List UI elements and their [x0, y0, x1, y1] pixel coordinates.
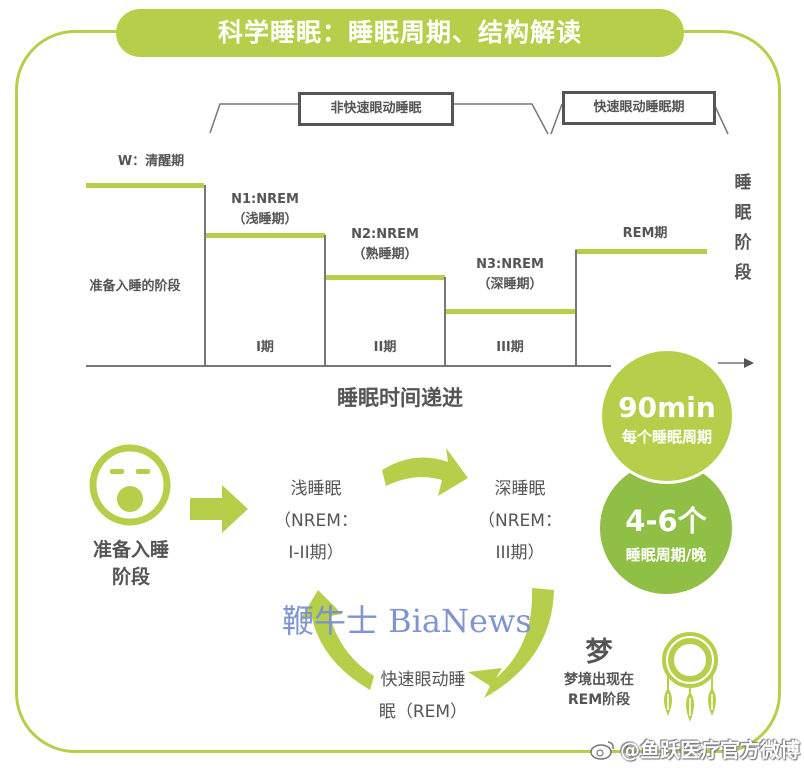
stage-n1-label: N1:NREM （浅睡期） [205, 190, 325, 230]
prep-stage-label: 准备入睡的阶段 [89, 279, 181, 294]
stage-n1-name: N1:NREM [231, 192, 299, 207]
x-axis-label: 睡眠时间递进 [337, 386, 463, 410]
light-sleep-line: （NREM： [274, 511, 358, 531]
arrow-rem-to-light-icon [300, 590, 374, 690]
light-sleep-label: 浅睡眠 （NREM： I-II期） [262, 473, 370, 569]
nrem-group-label: 非快速眼动睡眠 [298, 92, 454, 126]
y-axis-char: 阶 [734, 233, 752, 253]
bianews-watermark: 鞭牛士 BiaNews [282, 602, 532, 640]
arrow-light-to-deep-icon [382, 448, 468, 496]
stage-n3-name: N3:NREM [476, 257, 544, 272]
dreamcatcher-icon [662, 632, 718, 722]
weibo-credit-text: @鱼跃医疗官方微博 [620, 738, 800, 762]
deep-sleep-line: III期） [495, 543, 545, 563]
cycle-length-badge: 90min 每个睡眠周期 [599, 348, 735, 484]
dream-line1: 梦境出现在 [564, 672, 634, 688]
y-axis-label: 睡 眠 阶 段 [731, 168, 755, 288]
rem-group-label: 快速眼动睡眠期 [562, 91, 716, 125]
stage-rem-bar [575, 249, 707, 254]
y-axis-char: 睡 [734, 173, 752, 193]
divider-line [324, 235, 326, 366]
stage-n3-bar [445, 309, 575, 314]
cycles-per-night-value: 4-6个 [625, 504, 707, 538]
stage-n2-name: N2:NREM [351, 227, 419, 242]
time-axis [86, 365, 611, 367]
y-axis-char: 眠 [734, 203, 752, 223]
dream-note: 梦 梦境出现在 REM阶段 [550, 636, 648, 710]
stage-w-bar [86, 183, 204, 188]
dream-title: 梦 [585, 637, 613, 668]
cycles-per-night-badge: 4-6个 睡眠周期/晚 [600, 462, 732, 594]
rem-sleep-line: 眠（REM） [378, 702, 468, 722]
stage-n1-period: I期 [256, 340, 274, 355]
prep-sleep-line1: 准备入睡 [92, 539, 169, 561]
page-title: 科学睡眠：睡眠周期、结构解读 [116, 9, 684, 57]
divider-line [444, 277, 446, 366]
cycle-length-label: 每个睡眠周期 [621, 428, 712, 446]
stage-group-brackets [209, 103, 729, 135]
dream-line2: REM阶段 [567, 692, 631, 708]
stage-n2-bar [325, 275, 445, 280]
prep-sleep-line2: 阶段 [111, 566, 150, 588]
stage-w-label: W：清醒期 [117, 154, 185, 169]
prep-sleep-label: 准备入睡 阶段 [76, 537, 186, 591]
stage-n2-sub: （熟睡期） [352, 247, 418, 262]
stage-n2-label: N2:NREM （熟睡期） [325, 225, 445, 265]
weibo-credit: @鱼跃医疗官方微博 [590, 734, 800, 763]
cycles-per-night-label: 睡眠周期/晚 [625, 546, 707, 564]
stage-n3-period: III期 [496, 340, 524, 355]
y-axis-char: 段 [734, 263, 752, 283]
stage-n1-sub: （浅睡期） [232, 212, 298, 227]
weibo-icon [590, 740, 614, 760]
light-sleep-line: 浅睡眠 [290, 479, 342, 499]
divider-line [204, 185, 206, 366]
arrow-deep-to-rem-icon [468, 588, 554, 698]
deep-sleep-line: （NREM： [478, 511, 562, 531]
cycle-arrows [300, 448, 554, 698]
rem-sleep-label: 快速眼动睡 眠（REM） [358, 664, 488, 728]
deep-sleep-label: 深睡眠 （NREM： III期） [466, 473, 574, 569]
stage-n1-bar [205, 233, 325, 238]
stage-n2-period: II期 [373, 340, 397, 355]
axis-arrow-icon [718, 358, 754, 368]
stage-rem-label: REM期 [622, 226, 668, 241]
stage-n3-label: N3:NREM （深睡期） [445, 255, 575, 295]
rem-sleep-line: 快速眼动睡 [380, 670, 466, 690]
deep-sleep-line: 深睡眠 [494, 479, 546, 499]
divider-line [575, 250, 577, 366]
cycle-length-value: 90min [618, 391, 716, 424]
stage-n3-sub: （深睡期） [477, 277, 543, 292]
yawning-face-icon [89, 444, 171, 526]
light-sleep-line: I-II期） [288, 543, 344, 563]
arrow-right-icon [190, 485, 248, 533]
